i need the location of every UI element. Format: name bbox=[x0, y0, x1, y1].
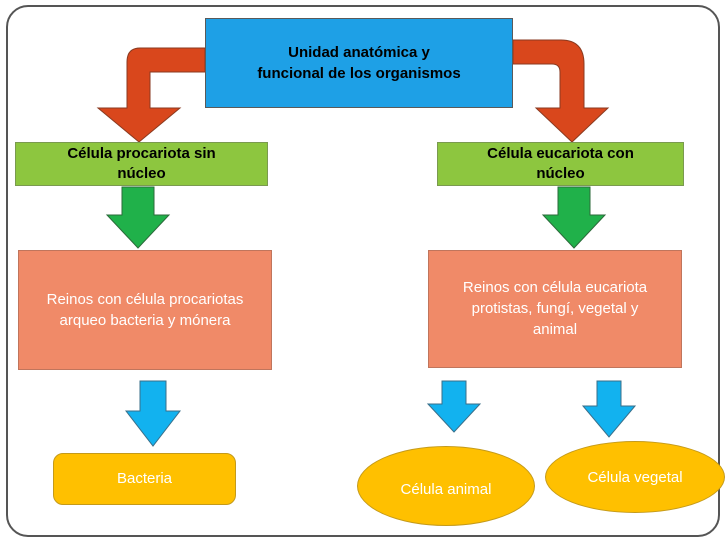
animal-cell-oval: Célula animal bbox=[357, 446, 535, 526]
eukaryote-kingdoms-line-2: protistas, fungí, vegetal y bbox=[471, 300, 639, 317]
prokaryote-cell-box: Célula procariota sin núcleo bbox=[15, 142, 268, 186]
unit-of-organisms-box: Unidad anatómica y funcional de los orga… bbox=[205, 18, 513, 108]
plant-cell-label: Célula vegetal bbox=[587, 468, 683, 486]
red-arrow-right bbox=[512, 39, 610, 143]
eukaryote-cell-box: Célula eucariota con núcleo bbox=[437, 142, 684, 186]
prokaryote-kingdoms-line-2: arqueo bacteria y mónera bbox=[59, 312, 231, 329]
red-arrow-left bbox=[96, 47, 206, 143]
eukaryote-kingdoms-box: Reinos con célula eucariota protistas, f… bbox=[428, 250, 682, 368]
top-box-line-1: Unidad anatómica y bbox=[288, 44, 430, 61]
animal-cell-label: Célula animal bbox=[400, 480, 492, 498]
prokaryote-kingdoms-box: Reinos con célula procariotas arqueo bac… bbox=[18, 250, 272, 370]
eukaryote-kingdoms-line-1: Reinos con célula eucariota bbox=[462, 279, 648, 296]
eukaryote-line-2: núcleo bbox=[536, 165, 585, 182]
plant-cell-oval: Célula vegetal bbox=[545, 441, 725, 513]
top-box-line-2: funcional de los organismos bbox=[257, 65, 461, 82]
prokaryote-kingdoms-line-1: Reinos con célula procariotas bbox=[46, 291, 244, 308]
green-arrow-right bbox=[541, 186, 607, 249]
bacteria-label: Bacteria bbox=[116, 470, 173, 487]
prokaryote-line-1: Célula procariota sin bbox=[67, 145, 216, 162]
bacteria-box: Bacteria bbox=[53, 453, 236, 505]
eukaryote-kingdoms-line-3: animal bbox=[532, 321, 578, 338]
prokaryote-line-2: núcleo bbox=[117, 165, 166, 182]
blue-arrow-vegetal bbox=[581, 380, 637, 438]
blue-arrow-animal bbox=[426, 380, 482, 433]
slide-border bbox=[6, 5, 720, 537]
green-arrow-left bbox=[105, 186, 171, 249]
eukaryote-line-1: Célula eucariota con bbox=[487, 145, 634, 162]
blue-arrow-bacteria bbox=[124, 380, 182, 447]
